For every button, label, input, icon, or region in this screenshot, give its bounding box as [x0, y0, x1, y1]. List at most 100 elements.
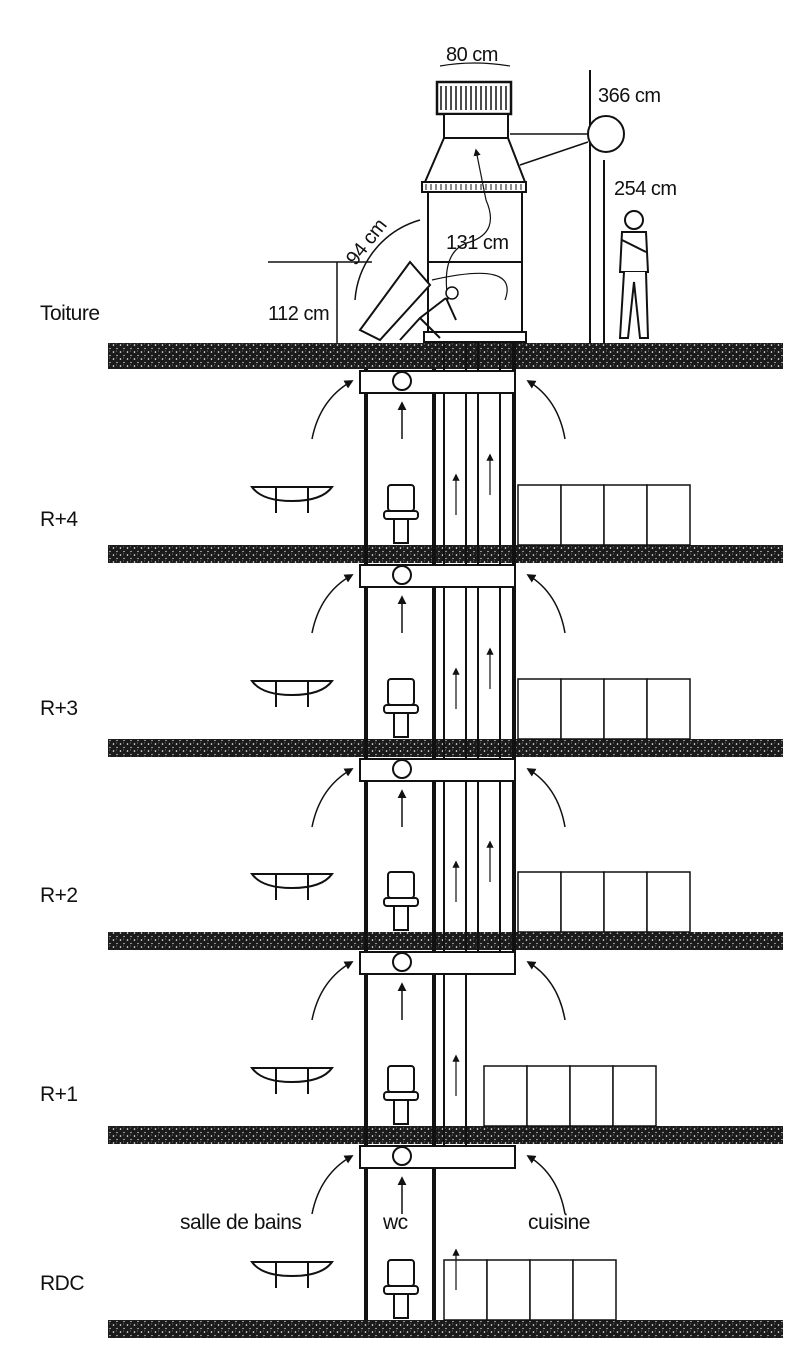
internal-airflow	[445, 148, 491, 301]
ceiling-plenum	[359, 564, 516, 588]
dim-extractor-width: 80 cm	[446, 44, 498, 66]
ceiling-plenum	[359, 951, 516, 975]
floor-label-r4: R+4	[40, 508, 78, 531]
floor-slab	[108, 545, 783, 563]
fan-icon	[392, 952, 412, 972]
extractor-neck	[443, 113, 509, 139]
toilet-icon	[387, 871, 415, 899]
bathroom-air-arrow	[311, 574, 354, 634]
kitchen-air-arrow	[526, 380, 566, 440]
kitchen-cabinet	[603, 678, 648, 740]
kitchen-cabinet	[646, 484, 691, 546]
dim-person-height: 254 cm	[614, 178, 677, 200]
bathroom-air-arrow	[311, 768, 354, 828]
kitchen-cabinet	[486, 1259, 531, 1321]
floor-label-toiture: Toiture	[40, 302, 100, 325]
kitchen-cabinet	[572, 1259, 617, 1321]
floor-label-r3: R+3	[40, 697, 78, 720]
toilet-seat	[383, 1091, 419, 1101]
kitchen-air-arrow	[526, 768, 566, 828]
kitchen-cabinet	[526, 1065, 571, 1127]
kitchen-cabinet	[517, 484, 562, 546]
ceiling-plenum	[359, 758, 516, 782]
bathroom-air-arrow	[311, 380, 354, 440]
kitchen-air-arrow	[526, 1155, 566, 1215]
internal-loop	[431, 272, 508, 301]
floor-slab	[108, 932, 783, 950]
worker-head	[445, 286, 459, 300]
kitchen-cabinet	[517, 678, 562, 740]
kitchen-cabinet	[517, 871, 562, 933]
ceiling-plenum	[359, 1145, 516, 1169]
dim-inner-height: 131 cm	[446, 232, 509, 254]
kitchen-cabinet	[612, 1065, 657, 1127]
kitchen-cabinet	[603, 484, 648, 546]
kitchen-cabinet	[560, 484, 605, 546]
floor-slabs	[108, 343, 783, 1338]
fan-icon	[392, 1146, 412, 1166]
toilet-base	[393, 712, 409, 738]
room-label-bathroom: salle de bains	[180, 1211, 302, 1234]
toilet-seat	[383, 1285, 419, 1295]
guy-wire-2	[519, 141, 589, 166]
hood-rim	[421, 181, 527, 193]
toilet-base	[393, 1099, 409, 1125]
dim-parapet-height: 112 cm	[268, 303, 330, 325]
toilet-icon	[387, 484, 415, 512]
toilet-seat	[383, 704, 419, 714]
toilet-base	[393, 1293, 409, 1319]
toilet-base	[393, 905, 409, 931]
room-label-kitchen: cuisine	[528, 1211, 590, 1234]
toilet-icon	[387, 678, 415, 706]
kitchen-cabinet	[443, 1259, 488, 1321]
floor-label-rdc: RDC	[40, 1272, 85, 1295]
floor-label-r1: R+1	[40, 1083, 78, 1106]
hatch-swing-arc	[354, 219, 421, 301]
sink-icon	[250, 1067, 334, 1084]
kitchen-cabinet	[646, 678, 691, 740]
roof-extractor	[268, 62, 650, 343]
kitchen-cabinet	[603, 871, 648, 933]
sink-icon	[250, 486, 334, 503]
room-label-wc: wc	[383, 1211, 408, 1234]
kitchen-cabinet	[529, 1259, 574, 1321]
fan-icon	[392, 371, 412, 391]
hatch-door	[358, 260, 432, 342]
width-dim-arc	[439, 62, 511, 67]
floor-slab	[108, 739, 783, 757]
extractor-cap	[435, 80, 513, 116]
kitchen-cabinet	[560, 678, 605, 740]
sink-icon	[250, 1261, 334, 1278]
floor-label-r2: R+2	[40, 884, 78, 907]
toilet-icon	[387, 1259, 415, 1287]
toilet-seat	[383, 510, 419, 520]
kitchen-cabinet	[483, 1065, 528, 1127]
floor-slab	[108, 1320, 783, 1338]
kitchen-cabinet	[646, 871, 691, 933]
worker-body	[399, 297, 457, 341]
bathroom-air-arrow	[311, 1155, 354, 1215]
ceiling-plenum	[359, 370, 516, 394]
light-globe	[587, 115, 625, 153]
person-legs	[618, 271, 650, 339]
bathroom-air-arrow	[311, 961, 354, 1021]
floor-slab	[108, 343, 783, 369]
kitchen-cabinet	[560, 871, 605, 933]
kitchen-air-arrow	[526, 961, 566, 1021]
kitchen-cabinet	[569, 1065, 614, 1127]
dim-mast-height: 366 cm	[598, 85, 661, 107]
person-arms	[621, 239, 647, 253]
toilet-base	[393, 518, 409, 544]
extractor-hood	[423, 137, 527, 183]
fan-icon	[392, 565, 412, 585]
kitchen-air-arrow	[526, 574, 566, 634]
toilet-icon	[387, 1065, 415, 1093]
floor-slab	[108, 1126, 783, 1144]
sink-icon	[250, 680, 334, 697]
person-head	[624, 210, 644, 230]
sink-icon	[250, 873, 334, 890]
floor-fixtures	[250, 370, 691, 1321]
toilet-seat	[383, 897, 419, 907]
fan-icon	[392, 759, 412, 779]
